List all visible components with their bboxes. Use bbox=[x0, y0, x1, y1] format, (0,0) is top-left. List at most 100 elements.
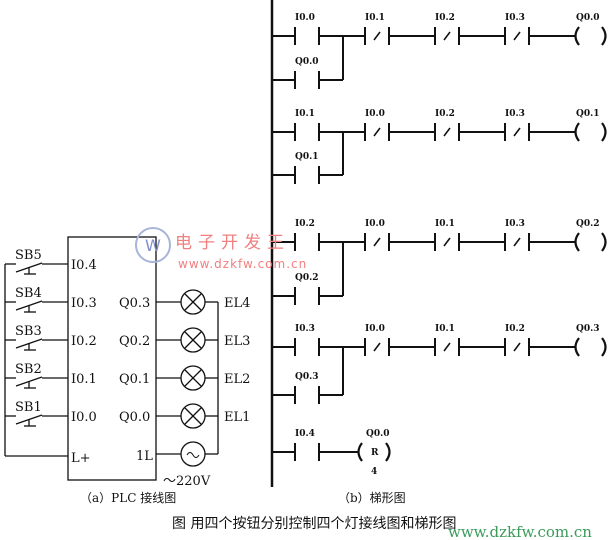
contact-label: I0.3 bbox=[505, 13, 525, 23]
contact-label: Q0.0 bbox=[295, 57, 319, 67]
output-coil: Q0.3 bbox=[574, 324, 607, 357]
coil-left-arc bbox=[574, 337, 580, 357]
normally-closed-contact: I0.0 bbox=[364, 109, 390, 141]
watermark-logo: W 电子开发王 www.dzkfw.com.cn bbox=[135, 227, 307, 271]
coil-label: Q0.3 bbox=[576, 324, 600, 334]
normally-closed-contact: I0.3 bbox=[504, 13, 530, 45]
contact-label: Q0.1 bbox=[295, 152, 319, 162]
normally-closed-contact: I0.0 bbox=[364, 219, 390, 251]
contact-slash bbox=[443, 31, 451, 41]
coil-right-arc bbox=[385, 442, 391, 462]
lamp-el1: Q0.0 EL1 bbox=[119, 403, 250, 429]
normally-closed-contact: I0.2 bbox=[434, 109, 460, 141]
normally-closed-contact: I0.1 bbox=[434, 324, 460, 356]
ladder-caption: （b）梯形图 bbox=[338, 491, 406, 505]
coil-right-arc bbox=[601, 232, 607, 252]
output-coil: Q0.0 bbox=[574, 13, 607, 46]
lamp-el2: Q0.1 EL2 bbox=[119, 365, 250, 391]
lamp-label: EL3 bbox=[224, 334, 250, 349]
contact-label: I0.3 bbox=[505, 219, 525, 229]
lamp-cross bbox=[184, 293, 202, 311]
normally-open-contact: Q0.1 bbox=[294, 152, 320, 184]
ac-wave-icon bbox=[186, 452, 200, 458]
contact-slash bbox=[443, 127, 451, 137]
contact-label: I0.4 bbox=[295, 429, 315, 439]
latch-branch: Q0.1 bbox=[272, 132, 344, 184]
plc-box bbox=[67, 236, 157, 481]
normally-closed-contact: I0.0 bbox=[364, 324, 390, 356]
contact-label: I0.1 bbox=[435, 324, 455, 334]
contact-label: I0.0 bbox=[295, 13, 315, 23]
figure-caption: 图 用四个按钮分别控制四个灯接线图和梯形图 bbox=[172, 515, 456, 532]
contact-slash bbox=[373, 237, 381, 247]
output-terminal-label: Q0.1 bbox=[119, 372, 150, 387]
coil-label: Q0.0 bbox=[576, 13, 600, 23]
switch-label: SB4 bbox=[15, 286, 42, 301]
lamp-cross bbox=[184, 331, 202, 349]
output-terminal-label: Q0.3 bbox=[119, 296, 150, 311]
contact-label: Q0.2 bbox=[295, 273, 319, 283]
contact-slash bbox=[373, 127, 381, 137]
contact-label: I0.2 bbox=[435, 109, 455, 119]
contact-label: I0.0 bbox=[365, 324, 385, 334]
contact-label: I0.1 bbox=[295, 109, 315, 119]
switch-label: SB1 bbox=[15, 400, 42, 415]
output-coil: Q0.1 bbox=[574, 109, 607, 142]
coil-left-arc bbox=[357, 442, 363, 462]
normally-open-contact: I0.1 bbox=[294, 109, 320, 141]
lamp-label: EL4 bbox=[224, 296, 250, 311]
common-input-label: L+ bbox=[71, 451, 91, 466]
input-terminal-label: I0.2 bbox=[71, 334, 97, 349]
input-terminal-label: I0.3 bbox=[71, 296, 97, 311]
watermark-logo-glyph: W bbox=[145, 236, 161, 255]
normally-closed-contact: I0.3 bbox=[504, 109, 530, 141]
watermark-url: www.dzkfw.com.cn bbox=[178, 257, 307, 271]
contact-label: Q0.3 bbox=[295, 372, 319, 382]
contact-label: I0.0 bbox=[365, 109, 385, 119]
coil-right-arc bbox=[601, 122, 607, 142]
contact-slash bbox=[373, 31, 381, 41]
contact-label: I0.1 bbox=[365, 13, 385, 23]
lamp-el4: Q0.3 EL4 bbox=[119, 289, 250, 315]
normally-open-contact: I0.3 bbox=[294, 324, 320, 356]
contact-label: I0.3 bbox=[295, 324, 315, 334]
coil-left-arc bbox=[574, 232, 580, 252]
normally-closed-contact: I0.2 bbox=[434, 13, 460, 45]
input-terminal-label: I0.4 bbox=[71, 258, 97, 273]
common-output-label: 1L bbox=[136, 449, 153, 464]
switch-label: SB5 bbox=[15, 248, 42, 263]
contact-slash bbox=[443, 237, 451, 247]
coil-label: Q0.0 bbox=[366, 429, 390, 439]
normally-closed-contact: I0.1 bbox=[434, 219, 460, 251]
output-terminal-label: Q0.2 bbox=[119, 334, 150, 349]
ac-source-icon bbox=[180, 441, 206, 467]
input-terminal-label: I0.1 bbox=[71, 372, 97, 387]
output-terminal-label: Q0.0 bbox=[119, 410, 150, 425]
lamp-label: EL1 bbox=[224, 410, 250, 425]
coil-left-arc bbox=[574, 26, 580, 46]
coil-right-arc bbox=[601, 337, 607, 357]
lamp-cross bbox=[184, 369, 202, 387]
lamp-label: EL2 bbox=[224, 372, 250, 387]
lamp-el3: Q0.2 EL3 bbox=[119, 327, 250, 353]
watermark-logo-text: 电子开发王 bbox=[175, 233, 290, 253]
latch-branch: Q0.2 bbox=[272, 242, 344, 305]
contact-slash bbox=[513, 31, 521, 41]
input-terminal-label: I0.0 bbox=[71, 410, 97, 425]
coil-instruction: R bbox=[371, 448, 379, 458]
contact-slash bbox=[513, 237, 521, 247]
contact-label: I0.1 bbox=[435, 219, 455, 229]
coil-label: Q0.2 bbox=[576, 219, 600, 229]
normally-closed-contact: I0.1 bbox=[364, 13, 390, 45]
